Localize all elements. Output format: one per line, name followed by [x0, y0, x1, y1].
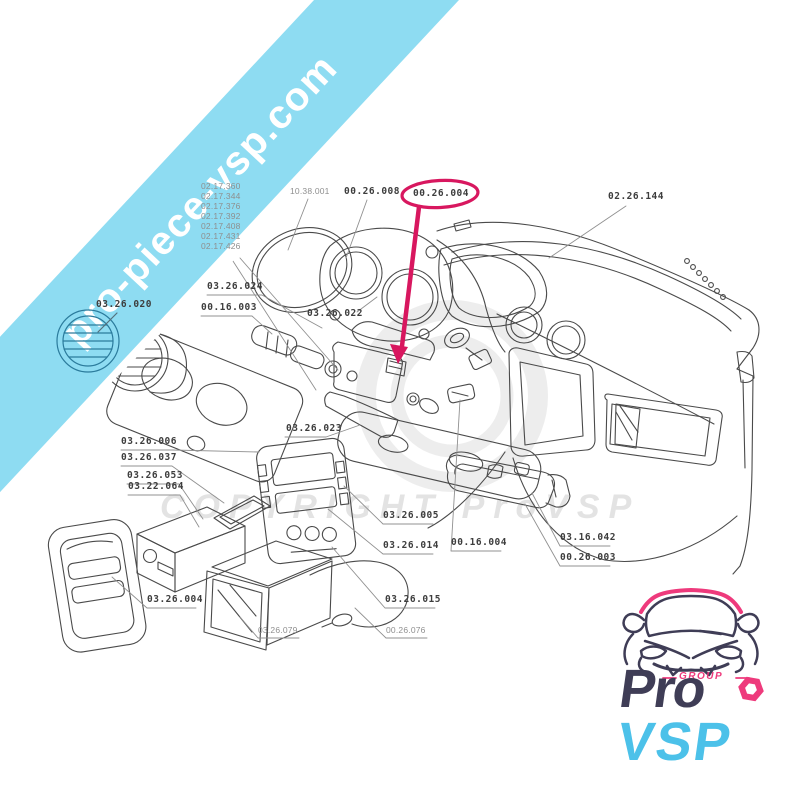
logo-vsp-text: VSP	[613, 712, 737, 772]
highlight-ellipse	[400, 178, 480, 210]
part-label-03-22-064: 03.22.064	[128, 481, 184, 492]
highlight-arrow-icon	[399, 204, 422, 349]
air-vent-left-drawing	[101, 324, 188, 394]
part-label-03-26-037: 03.26.037	[121, 452, 177, 463]
part-label: 02.17.392	[201, 211, 241, 221]
part-label-stack-02-17: 02.17.360 02.17.344 02.17.376 02.17.392 …	[201, 181, 241, 251]
part-label: 02.17.431	[201, 231, 241, 241]
part-label-00-26-003: 00.26.003	[560, 552, 616, 563]
antenna-wire-drawing	[309, 560, 409, 628]
leader-lines	[111, 198, 627, 639]
part-label-00-26-076: 00.26.076	[386, 625, 426, 635]
logo-car-icon	[622, 588, 764, 702]
radio-unit-drawing	[136, 506, 246, 593]
glovebox-lid-drawing	[445, 454, 571, 509]
dashboard-body-drawing	[406, 219, 760, 575]
logo-group-text: GROUP	[679, 671, 724, 682]
part-label-03-26-005: 03.26.005	[383, 510, 439, 521]
part-label: 02.17.408	[201, 221, 241, 231]
highlight-arrowhead-icon	[390, 344, 408, 364]
part-label-03-26-079: 03.26.079	[258, 625, 298, 635]
part-label-03-16-042: 03.16.042	[560, 532, 616, 543]
part-label-03-26-020: 03.26.020	[96, 299, 152, 310]
part-label-03-26-023: 03.26.023	[286, 423, 342, 434]
part-label-03-26-004: 03.26.004	[147, 594, 203, 605]
ignition-stalk-drawing	[251, 324, 342, 378]
part-label-00-16-003: 00.16.003	[201, 302, 257, 313]
part-label: 02.17.360	[201, 181, 241, 191]
part-label-00-16-004: 00.16.004	[451, 537, 507, 548]
part-label-03-26-022: 03.26.022	[307, 308, 363, 319]
part-label-03-26-006: 03.26.006	[121, 436, 177, 447]
part-label-03-26-024: 03.26.024	[207, 281, 263, 292]
part-label: 02.17.376	[201, 201, 241, 211]
front-frame-drawing	[47, 519, 147, 653]
console-surround-drawing	[256, 437, 357, 565]
part-label: 02.17.426	[201, 241, 241, 251]
air-vent-blue-drawing	[56, 309, 120, 373]
part-label-00-26-004-highlighted: 00.26.004	[413, 188, 469, 199]
part-label-03-26-014: 03.26.014	[383, 540, 439, 551]
instrument-cluster-drawing	[319, 227, 454, 342]
highlight-marker	[390, 178, 480, 364]
part-label-02-26-144: 02.26.144	[608, 191, 664, 202]
din-frame-drawing	[213, 495, 271, 530]
part-label-03-26-015: 03.26.015	[385, 594, 441, 605]
part-label-03-26-053: 03.26.053	[127, 470, 183, 481]
part-label-00-26-008: 00.26.008	[344, 186, 400, 197]
gasket-ring-drawing	[251, 227, 353, 313]
watermark-ring-icon	[356, 300, 548, 492]
part-label-10-38-001: 10.38.001	[290, 186, 330, 196]
part-label: 02.17.344	[201, 191, 241, 201]
switch-bracket-drawing	[324, 321, 435, 438]
